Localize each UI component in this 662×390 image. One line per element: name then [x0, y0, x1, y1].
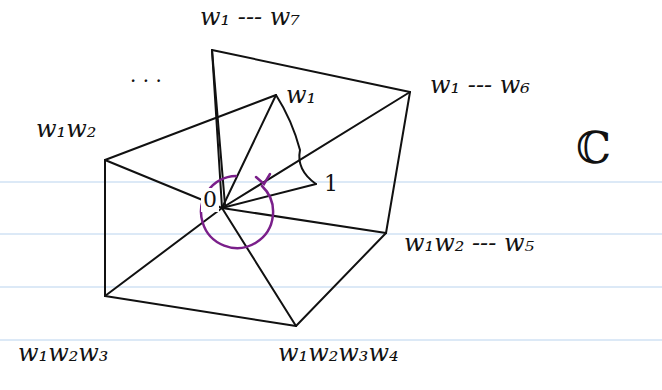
math-label: w₁ --- w₆	[428, 72, 532, 98]
math-label: w₁w₂ --- w₅	[402, 230, 536, 256]
polygon-edges	[105, 50, 410, 326]
math-label: w₁	[284, 82, 318, 108]
math-label: w₁w₂	[34, 116, 98, 142]
ruled-lines	[0, 182, 662, 340]
math-label: ℂ	[574, 124, 613, 172]
math-label: · · ·	[128, 70, 164, 92]
math-label: 1	[322, 172, 340, 196]
math-label: w₁w₂w₃w₄	[276, 340, 401, 366]
rotation-arrow	[201, 174, 273, 248]
spokes	[105, 50, 410, 326]
math-label: w₁ --- w₇	[198, 4, 302, 30]
math-label: w₁w₂w₃	[16, 340, 111, 366]
math-label: 0	[201, 188, 219, 212]
